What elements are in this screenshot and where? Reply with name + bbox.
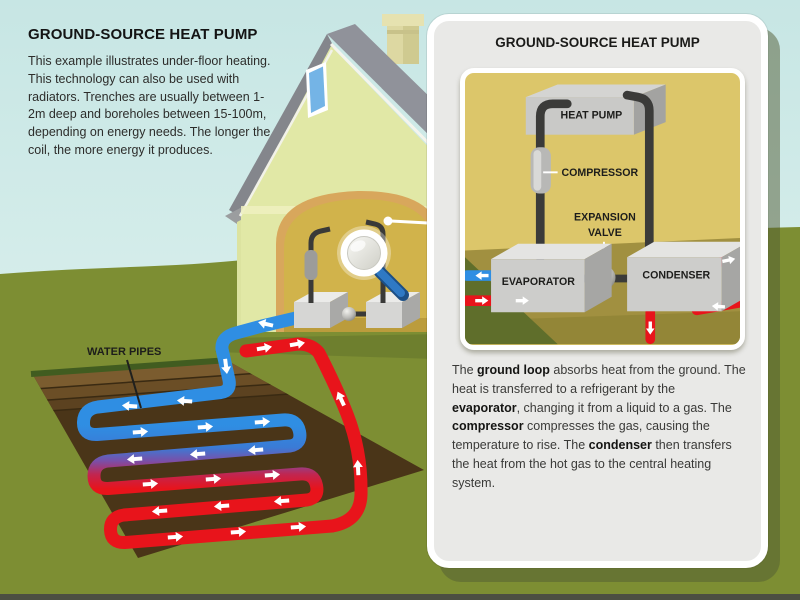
- mini-expansion-valve: [342, 307, 356, 321]
- panel-description: The ground loop absorbs heat from the gr…: [452, 363, 746, 490]
- coil-serpentine: [77, 311, 339, 549]
- water-pipes-label: WATER PIPES: [87, 346, 161, 358]
- water-pipes-callout: WATER PIPES: [87, 346, 161, 409]
- evaporator-box: [491, 243, 612, 313]
- mini-right-pipe: [365, 219, 386, 303]
- panel-title: GROUND-SOURCE HEAT PUMP: [495, 35, 700, 50]
- pointer-line: [126, 359, 142, 409]
- diagram-left-pipe: [535, 99, 572, 262]
- compressor-label: COMPRESSOR: [561, 167, 638, 179]
- evaporator-label: EVAPORATOR: [502, 276, 575, 288]
- intro-text-block: GROUND-SOURCE HEAT PUMP This example ill…: [28, 26, 280, 160]
- condenser-box: [627, 241, 740, 312]
- heat-pump-diagram: HEAT PUMP COMPRESSOR EXPANSION VALVE EVA…: [460, 68, 745, 350]
- page-title: GROUND-SOURCE HEAT PUMP: [28, 26, 258, 43]
- compressor-highlight: [533, 150, 542, 191]
- expansion-label-line2: VALVE: [588, 227, 622, 239]
- chimney: [382, 14, 424, 64]
- mini-compressor: [304, 250, 318, 280]
- hot-return-pipe: [239, 337, 368, 533]
- zoom-callout: [383, 216, 429, 226]
- condenser-label: CONDENSER: [642, 269, 710, 281]
- mini-evaporator: [294, 292, 348, 328]
- heat-pump-label: HEAT PUMP: [561, 109, 623, 121]
- mini-heat-pump-system: [294, 219, 420, 328]
- detail-panel: GROUND-SOURCE HEAT PUMP: [427, 14, 768, 568]
- diagram-right-pipe: [622, 90, 654, 256]
- intro-paragraph: This example illustrates under-floor hea…: [28, 54, 271, 157]
- mini-left-pipe: [308, 226, 331, 303]
- magnifier-icon: [337, 226, 409, 301]
- bottom-bar: [0, 594, 800, 600]
- right-fascia: [329, 42, 447, 162]
- gable-window: [306, 62, 328, 118]
- ground-loop: [77, 311, 368, 549]
- expansion-label-line1: EXPANSION: [574, 212, 636, 224]
